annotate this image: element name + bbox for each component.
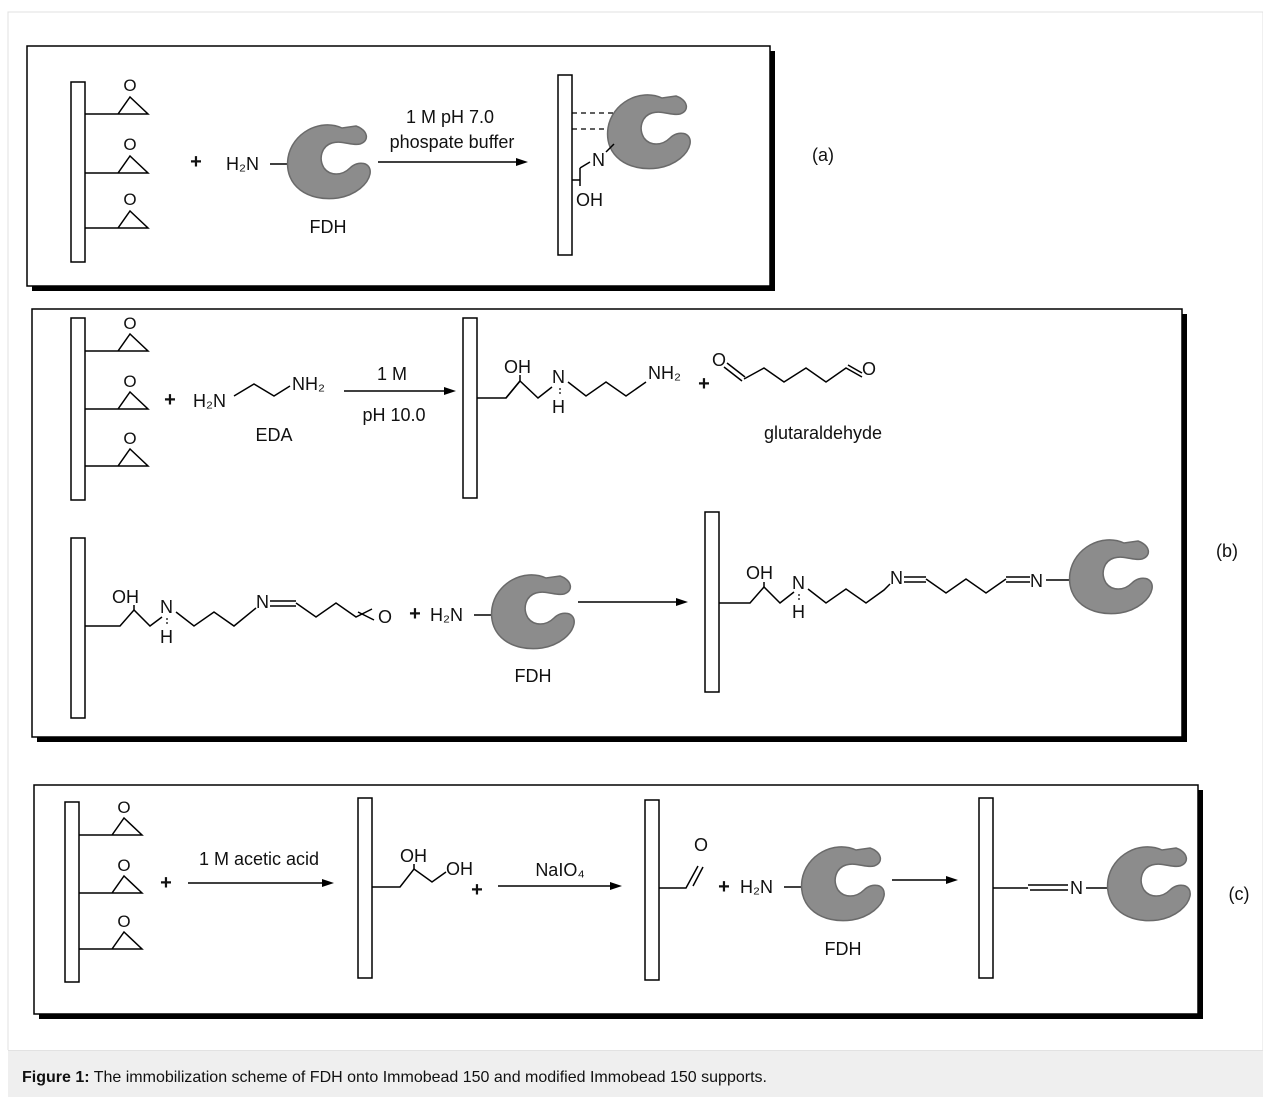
condition-line-1: 1 M pH 7.0 [406, 107, 494, 127]
support-bead [64, 801, 80, 983]
caption-text: The immobilization scheme of FDH onto Im… [93, 1069, 767, 1086]
svg-text:O: O [117, 856, 130, 875]
eda-label: EDA [255, 425, 292, 445]
support-bead [70, 81, 86, 263]
reaction-scheme: O O O + H₂N FDH 1 M pH 7.0 phospate buff… [7, 11, 1263, 1050]
reaction-arrow [578, 598, 688, 606]
plus-sign: + [164, 389, 176, 411]
panel-c: O O O + 1 M acetic acid OH OH + NaIO₄ O … [33, 784, 1250, 1019]
hydroxyl-label: OH [112, 587, 139, 607]
support-bead [70, 537, 86, 719]
svg-text:O: O [123, 76, 136, 95]
reaction-arrow [188, 879, 334, 887]
amine-group: H₂N [740, 877, 773, 897]
svg-text:O: O [123, 135, 136, 154]
condition-line-1: 1 M [377, 364, 407, 384]
reagent-acetic-acid: 1 M acetic acid [199, 849, 319, 869]
eda-amine-left: H₂N [193, 391, 226, 411]
imine-nitrogen: N [256, 592, 269, 612]
amine-group: H₂N [430, 605, 463, 625]
figure-caption: Figure 1: The immobilization scheme of F… [8, 1050, 1263, 1097]
support-bead [357, 797, 373, 979]
terminal-amine: NH₂ [648, 363, 681, 383]
epoxide-groups [85, 95, 150, 229]
amine-hydrogen: H [552, 397, 565, 417]
svg-text:O: O [117, 798, 130, 817]
reagent-periodate: NaIO₄ [535, 860, 584, 880]
aldehyde-oxygen: O [378, 607, 392, 627]
plus-sign: + [718, 876, 730, 898]
aldehyde-oxygen: O [712, 350, 726, 370]
hydroxyl-label: OH [746, 563, 773, 583]
support-bead [704, 511, 720, 693]
epoxide-groups [85, 332, 150, 467]
support-bead [644, 799, 660, 981]
caption-label: Figure 1: [22, 1069, 90, 1086]
imine-nitrogen: N [1030, 571, 1043, 591]
panel-label-b: (b) [1216, 541, 1238, 561]
eda-amine-right: NH₂ [292, 374, 325, 394]
panel-label-a: (a) [812, 145, 834, 165]
aldehyde-oxygen: O [694, 835, 708, 855]
reaction-arrow [378, 158, 528, 166]
support-bead [978, 797, 994, 979]
support-bead [557, 74, 573, 256]
hydroxyl-label: OH [446, 859, 473, 879]
plus-sign: + [471, 879, 483, 901]
imine-nitrogen: N [1070, 878, 1083, 898]
panel-label-c: (c) [1229, 884, 1250, 904]
panel-a: O O O + H₂N FDH 1 M pH 7.0 phospate buff… [26, 45, 834, 291]
glutaraldehyde-structure [723, 362, 863, 383]
epoxide-groups [79, 816, 144, 950]
amine-nitrogen: N [160, 597, 173, 617]
reaction-arrow [498, 882, 622, 890]
svg-text:O: O [123, 314, 136, 333]
figure-frame [7, 11, 1263, 1050]
aldehyde-oxygen: O [862, 359, 876, 379]
reaction-arrow [892, 876, 958, 884]
support-bead [70, 317, 86, 501]
condition-line-2: phospate buffer [390, 132, 515, 152]
amine-hydrogen: H [792, 602, 805, 622]
imine-nitrogen: N [592, 150, 605, 170]
plus-sign: + [160, 872, 172, 894]
support-bead [462, 317, 478, 499]
amine-nitrogen: N [792, 573, 805, 593]
plus-sign: + [190, 151, 202, 173]
hydroxyl-label: OH [576, 190, 603, 210]
amine-nitrogen: N [552, 367, 565, 387]
plus-sign: + [409, 603, 421, 625]
imine-nitrogen: N [890, 568, 903, 588]
hydroxyl-label: OH [400, 846, 427, 866]
enzyme-label: FDH [825, 939, 862, 959]
hydroxyl-label: OH [504, 357, 531, 377]
svg-text:O: O [117, 912, 130, 931]
reaction-arrow [344, 387, 456, 395]
glutaraldehyde-label: glutaraldehyde [764, 423, 882, 443]
amine-hydrogen: H [160, 627, 173, 647]
svg-text:O: O [123, 190, 136, 209]
condition-line-2: pH 10.0 [362, 405, 425, 425]
amine-group: H₂N [226, 154, 259, 174]
svg-text:O: O [123, 372, 136, 391]
svg-text:O: O [123, 429, 136, 448]
plus-sign: + [698, 373, 710, 395]
panel-b: O O O + H₂N NH₂ EDA 1 M pH 10.0 OH N H N… [31, 308, 1238, 742]
enzyme-label: FDH [515, 666, 552, 686]
enzyme-label: FDH [310, 217, 347, 237]
